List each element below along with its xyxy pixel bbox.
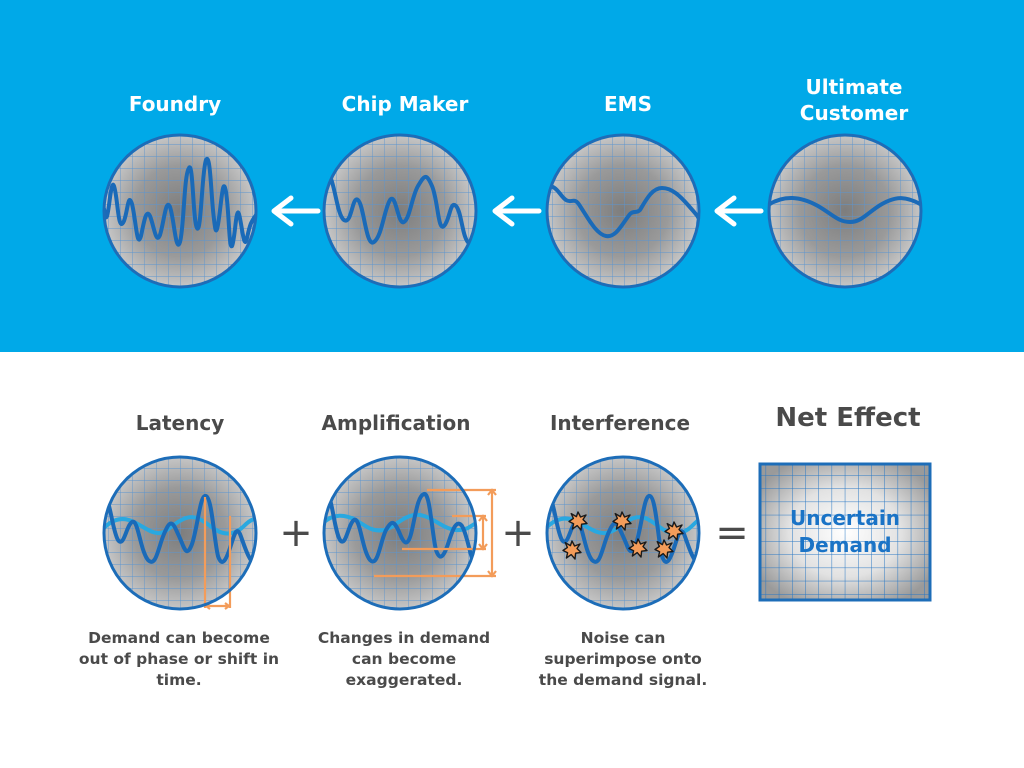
effect-caption-latency: Demand can become out of phase or shift … [78,629,280,689]
effect-title-amplification: Amplification [321,411,471,435]
effect-title-interference: Interference [549,411,691,435]
demand-wave-chip-maker [324,172,472,246]
effect-caption-interference: Noise can superimpose onto the demand si… [538,629,708,689]
amplification-markers [374,488,497,578]
net-effect-box [758,462,932,602]
equals-operator: = [715,510,749,556]
stage-label-ems: EMS [604,92,652,116]
stage-label-chip-maker: Chip Maker [341,92,469,116]
demand-wave-customer [769,196,921,225]
arrow-left-icon [492,195,542,227]
stage-label-foundry: Foundry [128,92,222,116]
plus-operator: + [279,510,313,556]
arrow-left-icon [714,195,764,227]
scope-foundry [102,133,258,289]
scope-amplification [322,455,497,611]
net-effect-title: Net Effect [775,403,921,433]
demand-wave [324,490,476,574]
demand-wave-foundry [104,156,256,249]
demand-wave-ems [547,184,699,239]
scope-latency [102,455,258,611]
arrow-left-icon [271,195,321,227]
stage-label-ultimate-customer: Ultimate Customer [799,75,909,125]
plus-operator: + [501,510,535,556]
scope-ultimate-customer [767,133,923,289]
scope-interference [545,455,701,611]
effect-title-latency: Latency [135,411,225,435]
net-effect-result: Uncertain Demand [790,506,900,557]
scope-chip-maker [322,133,478,289]
scope-ems [545,133,701,289]
effect-caption-amplification: Changes in demand can become exaggerated… [317,629,491,689]
